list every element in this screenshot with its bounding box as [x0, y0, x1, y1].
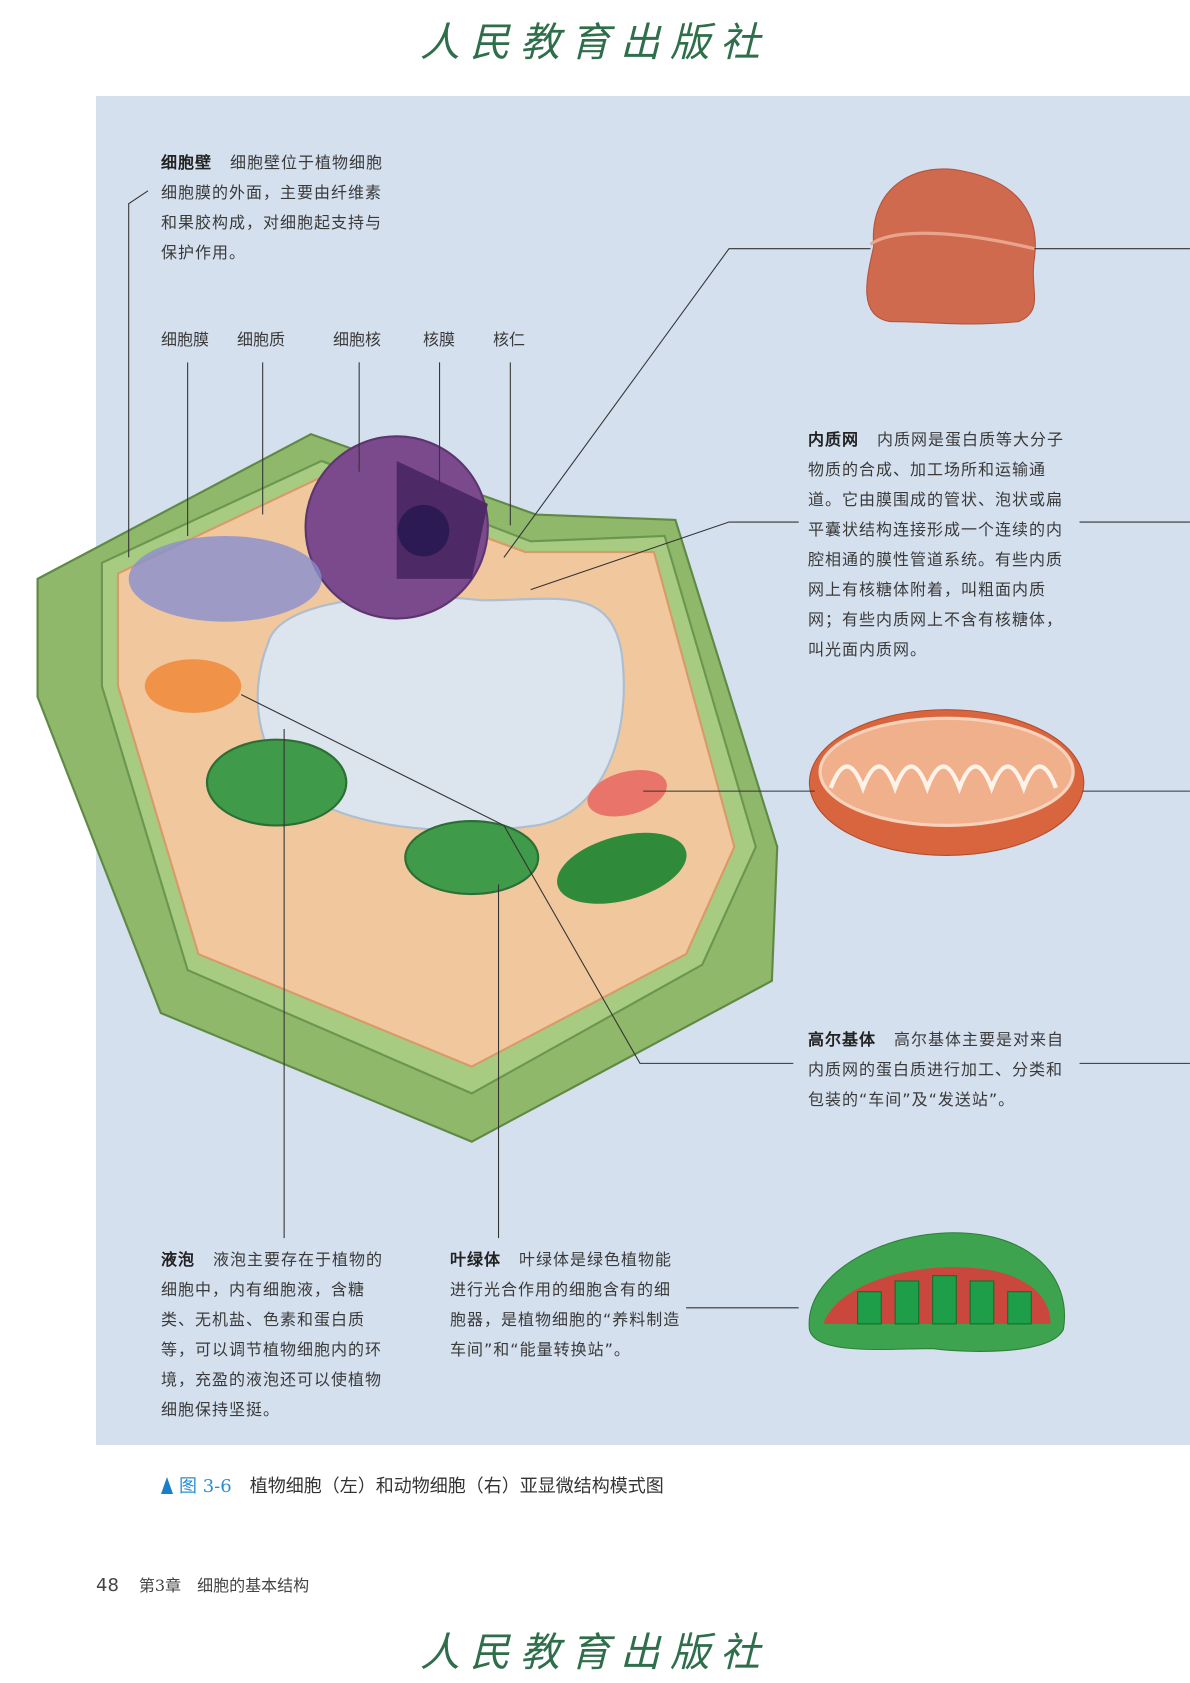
- page-footer: 48 第3章 细胞的基本结构: [96, 1572, 309, 1596]
- chloroplast-2: [404, 820, 540, 896]
- vacuole-title: 液泡: [161, 1250, 196, 1269]
- vacuole-note: 液泡液泡主要存在于植物的细胞中，内有细胞液，含糖类、无机盐、色素和蛋白质等，可以…: [161, 1245, 393, 1425]
- golgi-note: 高尔基体高尔基体主要是对来自内质网的蛋白质进行加工、分类和包装的“车间”及“发送…: [808, 1025, 1070, 1115]
- label-nucleolus: 核仁: [493, 330, 526, 349]
- er-note: 内质网内质网是蛋白质等大分子物质的合成、加工场所和运输通道。它由膜围成的管状、泡…: [808, 425, 1070, 665]
- golgi-title: 高尔基体: [808, 1030, 877, 1049]
- cell-wall-body: 细胞壁位于植物细胞细胞膜的外面，主要由纤维素和果胶构成，对细胞起支持与保护作用。: [161, 153, 384, 262]
- plant-cell: [36, 432, 779, 1143]
- golgi-body: 高尔基体主要是对来自内质网的蛋白质进行加工、分类和包装的“车间”及“发送站”。: [808, 1030, 1065, 1109]
- chapter-title: 第3章 细胞的基本结构: [138, 1576, 310, 1595]
- vacuole-body: 液泡主要存在于植物的细胞中，内有细胞液，含糖类、无机盐、色素和蛋白质等，可以调节…: [161, 1250, 384, 1419]
- chloroplast-3: [557, 832, 687, 904]
- nucleolus: [397, 504, 450, 557]
- er-body: 内质网是蛋白质等大分子物质的合成、加工场所和运输通道。它由膜围成的管状、泡状或扁…: [808, 430, 1065, 659]
- golgi: [144, 659, 242, 713]
- label-cell-membrane: 细胞膜: [161, 330, 210, 349]
- mitochondrion: [587, 770, 667, 817]
- er-title: 内质网: [808, 430, 860, 449]
- golgi-3d: [866, 168, 1036, 325]
- chloroplast-note: 叶绿体叶绿体是绿色植物能进行光合作用的细胞含有的细胞器，是植物细胞的“养料制造车…: [450, 1245, 682, 1365]
- publisher-logo-bottom: 人民教育出版社: [420, 1630, 770, 1676]
- cell-wall-title: 细胞壁: [161, 153, 213, 172]
- triangle-icon: [161, 1477, 173, 1494]
- label-nucleus: 细胞核: [333, 330, 382, 349]
- label-nuclear-envelope: 核膜: [423, 330, 456, 349]
- cell-wall-note: 细胞壁细胞壁位于植物细胞细胞膜的外面，主要由纤维素和果胶构成，对细胞起支持与保护…: [161, 148, 393, 268]
- page-number: 48: [96, 1575, 119, 1596]
- figure-caption: 图 3-6 植物细胞（左）和动物细胞（右）亚显微结构模式图: [161, 1472, 664, 1498]
- figure-number: 图 3-6: [179, 1476, 232, 1497]
- caption-text: 植物细胞（左）和动物细胞（右）亚显微结构模式图: [249, 1476, 664, 1497]
- leader-lines: [128, 190, 1190, 1309]
- chloroplast-1: [205, 738, 348, 827]
- chloroplast-title: 叶绿体: [450, 1250, 502, 1269]
- publisher-logo-top: 人民教育出版社: [420, 20, 770, 66]
- label-cytoplasm: 细胞质: [237, 330, 286, 349]
- chloroplast-body: 叶绿体是绿色植物能进行光合作用的细胞含有的细胞器，是植物细胞的“养料制造车间”和…: [450, 1250, 681, 1359]
- er: [128, 535, 322, 622]
